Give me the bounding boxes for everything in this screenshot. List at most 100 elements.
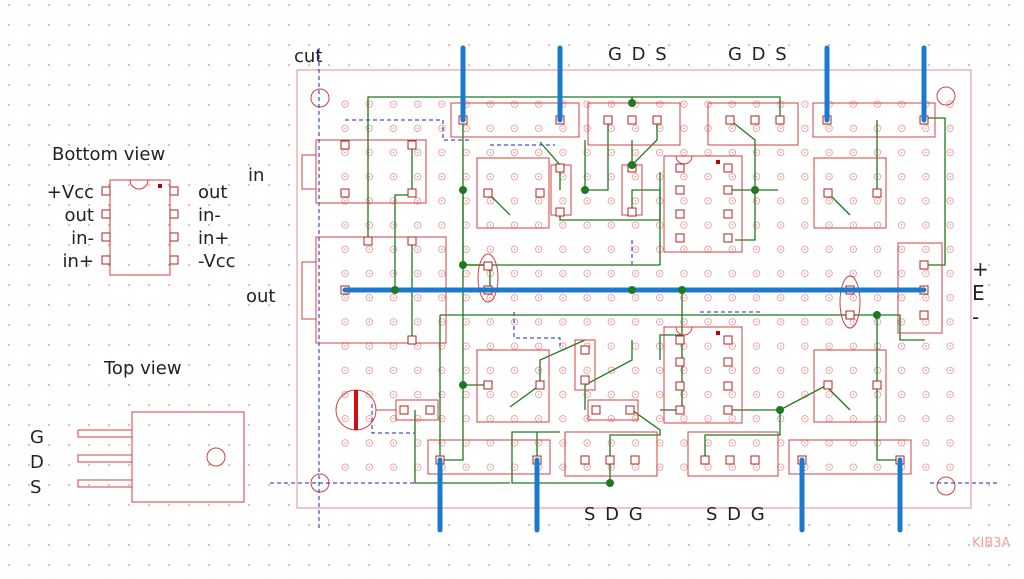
solder-pad: [535, 380, 545, 390]
terminal-bottom-2: [788, 439, 912, 475]
solder-pad: [872, 380, 882, 390]
solder-pad: [535, 188, 545, 198]
solder-pad: [675, 381, 685, 391]
solder-pad: [591, 405, 601, 415]
pin-label-out-left: out: [65, 205, 94, 226]
pin-label-in-plus-left: in+: [63, 251, 95, 272]
mosfet-top-right: [813, 157, 887, 229]
solder-pad: [675, 163, 685, 173]
solder-pad: [580, 455, 590, 465]
pin-label-out-right: out: [198, 182, 227, 203]
solder-pad: [675, 357, 685, 367]
solder-pad: [750, 455, 760, 465]
solder-pad: [625, 405, 635, 415]
solder-pad: [627, 115, 637, 125]
watermark: KIB3A: [972, 536, 1011, 551]
top-view-label: Top view: [103, 358, 182, 379]
sdg-label-left: S D G: [584, 504, 645, 525]
terminal-top-2: [812, 102, 936, 138]
solder-pad: [340, 140, 350, 150]
solder-pad: [630, 455, 640, 465]
sdg-label-right: S D G: [706, 504, 767, 525]
resistor-bottom-2: [587, 399, 639, 421]
solder-pad: [627, 207, 637, 217]
junction-dots: [391, 99, 881, 487]
solder-pad: [605, 455, 615, 465]
pin-label-s: S: [30, 477, 41, 498]
mounting-hole-top-left: [310, 88, 330, 108]
solder-pad: [675, 209, 685, 219]
solder-pad: [775, 115, 785, 125]
solder-pad: [675, 233, 685, 243]
solder-pad: [483, 261, 493, 271]
pin-label-d: D: [30, 452, 44, 473]
mosfet-bottom-right: [813, 349, 887, 423]
cut-label: cut: [294, 46, 322, 67]
solder-pad: [723, 357, 733, 367]
solder-pad: [399, 405, 409, 415]
solder-pad: [363, 236, 373, 246]
solder-pad: [580, 375, 590, 385]
opamp-bottom: [663, 326, 743, 424]
solder-pad: [823, 188, 833, 198]
power-minus-label: -: [972, 305, 979, 329]
pin-label-in-plus-right: in+: [198, 228, 230, 249]
mounting-hole-top-right: [936, 86, 956, 106]
trimmer-sdg-left: [564, 431, 658, 477]
solder-pad: [723, 163, 733, 173]
diode-right: [839, 275, 861, 329]
mosfet-bottom-left: [476, 349, 550, 423]
resistor-bottom-1: [574, 339, 596, 391]
solder-pad: [580, 345, 590, 355]
trimmer-gds-right: [707, 102, 799, 146]
solder-pad: [723, 209, 733, 219]
trimmer-sdg-right: [687, 431, 779, 477]
mounting-hole-bottom-right: [936, 476, 956, 496]
solder-pad: [872, 188, 882, 198]
mosfet-top-view-legend: Top view G D S: [30, 358, 245, 503]
solder-pad: [483, 380, 493, 390]
solder-pad: [652, 115, 662, 125]
solder-pad: [407, 188, 417, 198]
solder-pad: [725, 455, 735, 465]
solder-pad: [425, 405, 435, 415]
terminal-bottom-1: [427, 439, 551, 475]
solder-pad: [723, 335, 733, 345]
pin-label-in-minus-right: in-: [198, 205, 221, 226]
solder-pad: [919, 260, 929, 270]
power-e-label: E: [972, 281, 985, 305]
diode-left: [477, 253, 499, 303]
pin-label-vcc-minus: -Vcc: [198, 251, 236, 272]
pin-label-in-minus-left: in-: [71, 228, 94, 249]
solder-pad: [750, 115, 760, 125]
solder-pad: [725, 115, 735, 125]
pin-label-vcc-plus: +Vcc: [47, 182, 94, 203]
output-label: out: [246, 286, 275, 307]
gds-label-right: G D S: [728, 44, 789, 65]
power-plus-label: +: [972, 257, 989, 281]
solder-pad: [407, 236, 417, 246]
terminal-top-1: [450, 102, 580, 138]
solder-pad: [483, 188, 493, 198]
solder-pad: [723, 185, 733, 195]
input-label: in: [248, 165, 264, 186]
opamp-bottom-view-legend: Bottom view +Vcc out in- in+ out in- in+…: [47, 144, 236, 276]
opamp-top: [663, 155, 743, 253]
solder-pad: [555, 163, 565, 173]
solder-pad: [723, 381, 733, 391]
solder-pad: [723, 405, 733, 415]
solder-pad: [919, 310, 929, 320]
cut-lines: [270, 48, 1000, 530]
solder-pad: [603, 115, 613, 125]
solder-pad: [675, 405, 685, 415]
pin-label-g: G: [30, 427, 44, 448]
solder-pad: [700, 455, 710, 465]
solder-pad: [845, 310, 855, 320]
bottom-view-label: Bottom view: [52, 144, 165, 165]
mosfet-top-left: [476, 157, 550, 229]
solder-pad: [555, 207, 565, 217]
solder-pad: [675, 185, 685, 195]
solder-pad: [723, 233, 733, 243]
solder-pad: [823, 380, 833, 390]
